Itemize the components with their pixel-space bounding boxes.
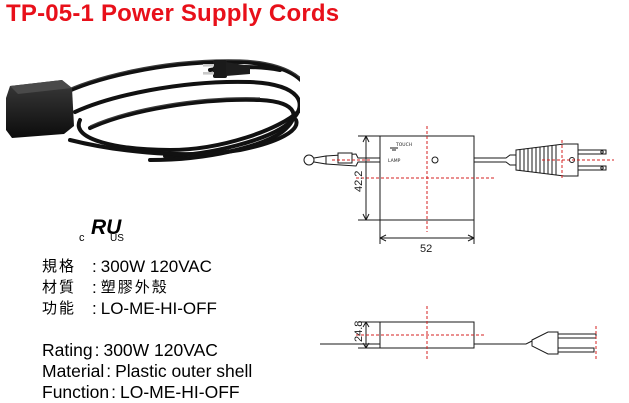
svg-text:US: US xyxy=(110,233,124,244)
spec-label: 規格 xyxy=(42,257,77,275)
spec-label: Material xyxy=(42,361,105,381)
spec-label: Rating xyxy=(42,340,93,360)
lamp-label: LAMP xyxy=(388,158,401,164)
product-photo xyxy=(6,59,300,162)
spec-row-material: Material:Plastic outer shell xyxy=(42,361,253,381)
spec-list-chinese: 規格:300W 120VAC 材質:塑膠外殼 功能:LO-ME-HI-OFF xyxy=(42,256,217,319)
spec-value: 塑膠外殼 xyxy=(100,278,169,296)
spec-row-material-cn: 材質:塑膠外殼 xyxy=(42,278,169,297)
dimension-height-label: 42.2 xyxy=(353,171,365,192)
spec-label: 功能 xyxy=(42,299,77,317)
spec-row-function: Function:LO-ME-HI-OFF xyxy=(42,382,240,402)
spec-label: Function xyxy=(42,382,110,402)
svg-text:RU: RU xyxy=(91,216,122,239)
spec-list-english: Rating:300W 120VAC Material:Plastic oute… xyxy=(42,340,252,403)
spec-row-function-cn: 功能:LO-ME-HI-OFF xyxy=(42,299,217,318)
spec-row-rating-cn: 規格:300W 120VAC xyxy=(42,257,212,276)
dimension-width-label: 52 xyxy=(420,243,432,255)
spec-value: 300W 120VAC xyxy=(100,257,212,276)
spec-value: LO-ME-HI-OFF xyxy=(100,299,217,318)
spec-value: 300W 120VAC xyxy=(103,340,218,360)
ul-certification-logo: c RU US xyxy=(79,216,124,244)
spec-value: LO-ME-HI-OFF xyxy=(120,382,240,402)
dimension-depth-label: 24.8 xyxy=(353,321,365,342)
touch-label: TOUCH xyxy=(395,142,412,148)
spec-value: Plastic outer shell xyxy=(115,361,253,381)
svg-text:c: c xyxy=(79,232,85,244)
side-view-drawing: 24.8 xyxy=(320,306,597,360)
top-view-drawing: TOUCH LAMP 42.2 52 xyxy=(303,126,614,255)
spec-label: 材質 xyxy=(42,278,77,296)
page-title: TP-05-1 Power Supply Cords xyxy=(6,0,340,27)
spec-row-rating: Rating:300W 120VAC xyxy=(42,340,218,360)
